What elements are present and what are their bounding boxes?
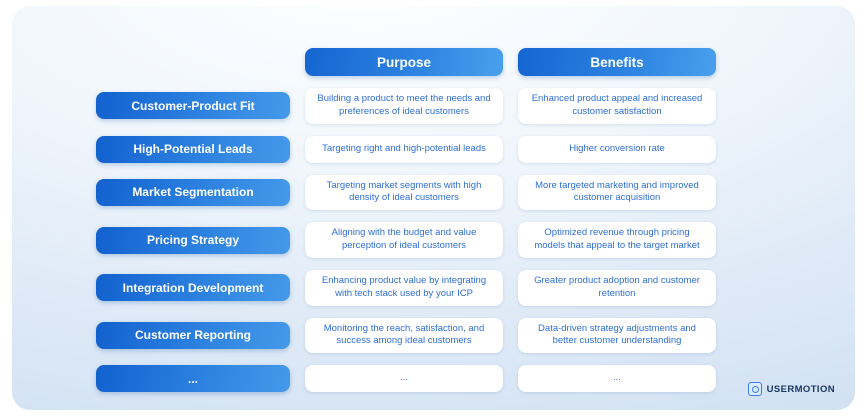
usermotion-logo-icon — [747, 382, 762, 396]
purpose-cell: Building a product to meet the needs and… — [305, 88, 503, 124]
row-label-customer-product-fit: Customer-Product Fit — [96, 92, 290, 120]
benefits-cell: Greater product adoption and customer re… — [518, 269, 716, 306]
infographic-card: Purpose Benefits Customer-Product Fit Bu… — [12, 6, 855, 410]
row-label-high-potential-leads: High-Potential Leads — [96, 135, 290, 163]
brand-name: USERMOTION — [766, 383, 835, 395]
row-label-ellipsis: ... — [96, 365, 290, 393]
benefits-cell: ... — [518, 365, 716, 393]
purpose-cell: Enhancing product value by integrating w… — [305, 269, 503, 306]
benefits-cell: More targeted marketing and improved cus… — [518, 174, 716, 211]
column-header-benefits: Benefits — [518, 48, 716, 76]
row-label-pricing-strategy: Pricing Strategy — [96, 226, 290, 254]
row-label-market-segmentation: Market Segmentation — [96, 178, 290, 206]
purpose-cell: Aligning with the budget and value perce… — [305, 222, 503, 258]
row-label-customer-reporting: Customer Reporting — [96, 321, 290, 349]
purpose-cell: ... — [305, 365, 503, 393]
purpose-cell: Monitoring the reach, satisfaction, and … — [305, 317, 503, 354]
row-label-integration-development: Integration Development — [96, 274, 290, 302]
benefits-cell: Enhanced product appeal and increased cu… — [518, 88, 716, 124]
column-header-purpose: Purpose — [305, 48, 503, 76]
comparison-table: Purpose Benefits Customer-Product Fit Bu… — [96, 48, 716, 393]
benefits-cell: Higher conversion rate — [518, 135, 716, 163]
purpose-cell: Targeting right and high-potential leads — [305, 135, 503, 163]
header-spacer — [96, 48, 290, 76]
benefits-cell: Optimized revenue through pricing models… — [518, 222, 716, 258]
purpose-cell: Targeting market segments with high dens… — [305, 174, 503, 211]
benefits-cell: Data-driven strategy adjustments and bet… — [518, 317, 716, 354]
brand-footer: USERMOTION — [747, 382, 835, 396]
